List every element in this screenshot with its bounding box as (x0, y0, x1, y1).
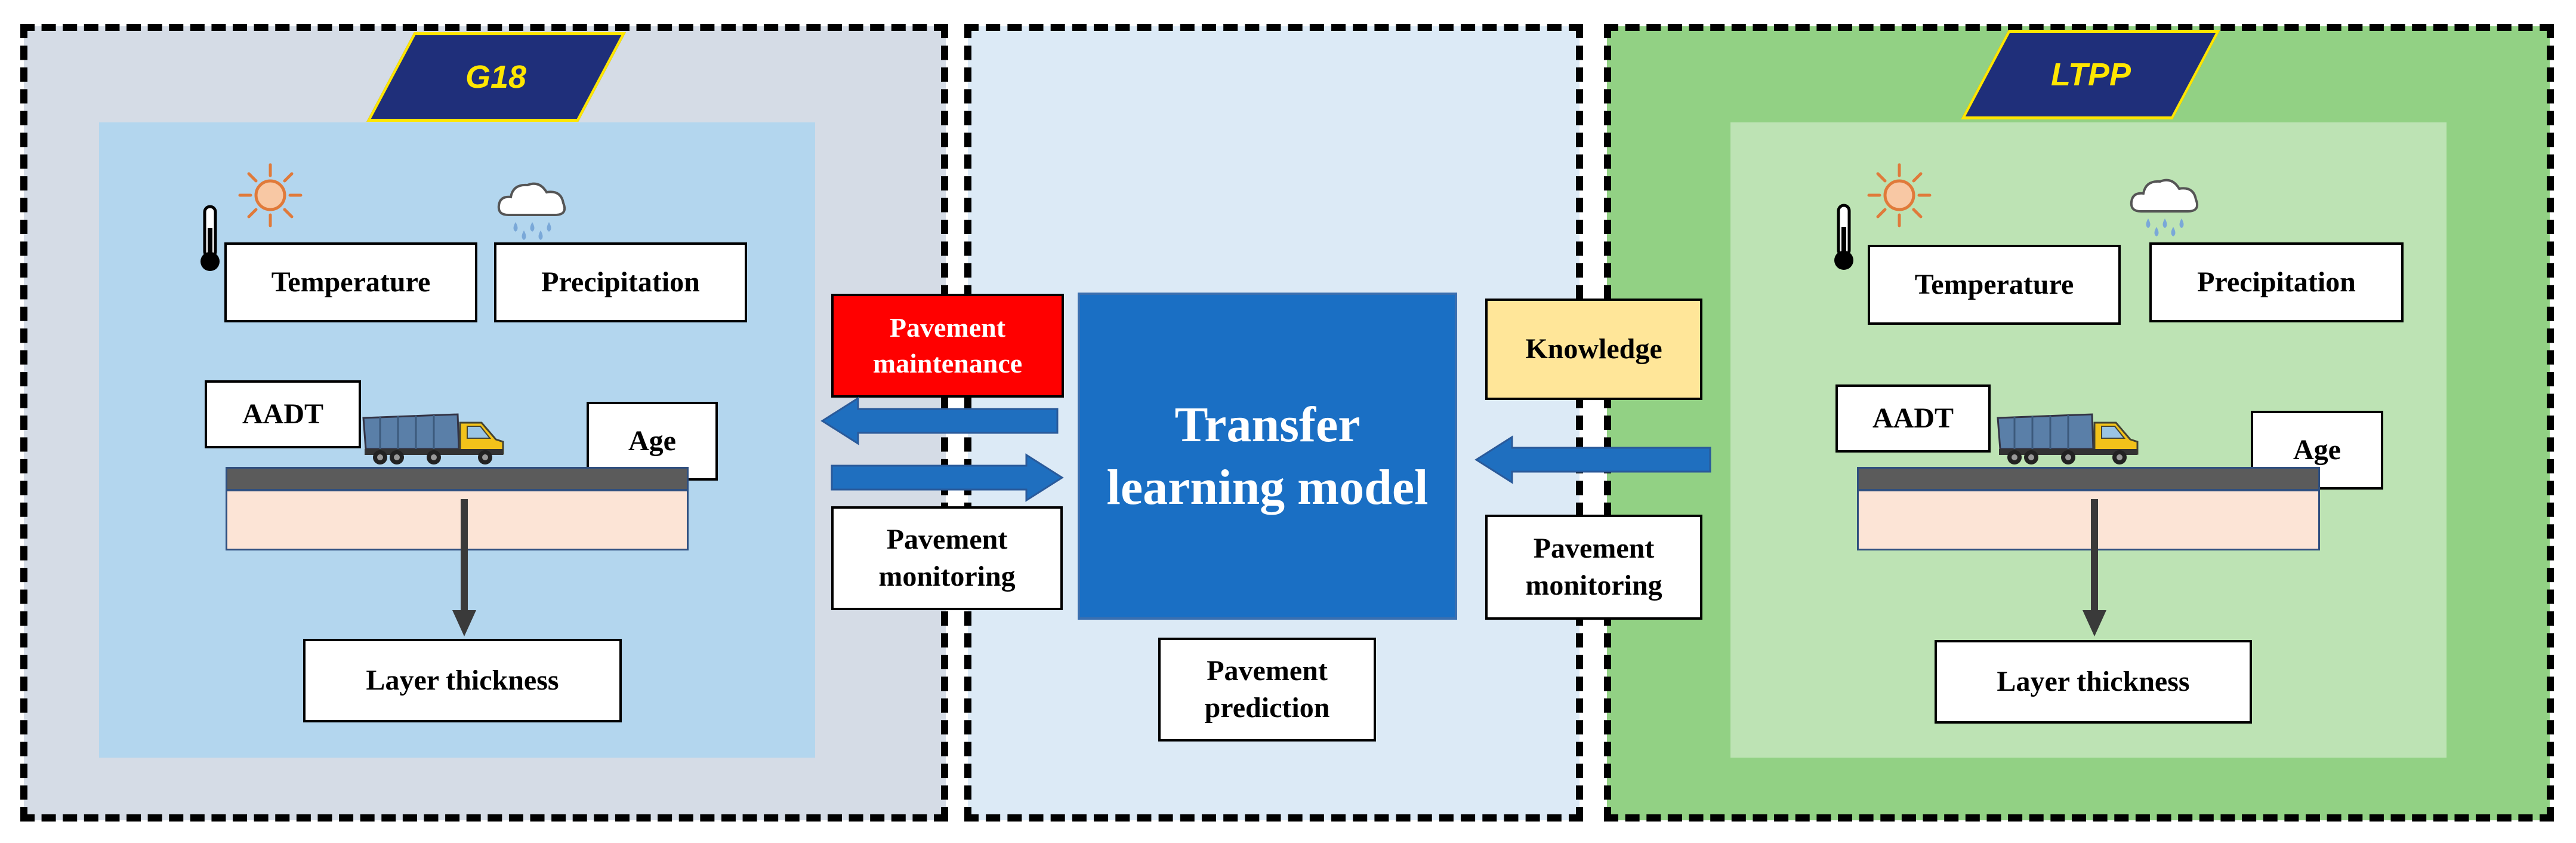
knowledge-box: Knowledge (1485, 299, 1702, 400)
maintenance-arrow-left (820, 396, 1059, 445)
sun-icon (238, 163, 303, 227)
right-temperature-label: Temperature (1914, 268, 2074, 300)
right-temperature-box: Temperature (1868, 245, 2121, 325)
knowledge-arrow-left (1474, 435, 1711, 484)
pavement-maintenance-label: Pavement maintenance (872, 312, 1023, 379)
pavement-prediction-label: Pavement prediction (1204, 654, 1330, 724)
right-precipitation-box: Precipitation (2149, 242, 2404, 322)
right-layer-thickness-box: Layer thickness (1935, 640, 2252, 724)
center-pavement-monitoring-box: Pavement monitoring (831, 506, 1063, 610)
rain-cloud-icon (2130, 179, 2199, 236)
left-panel-border (20, 24, 948, 822)
knowledge-label: Knowledge (1525, 333, 1662, 365)
right-down-arrow (2083, 499, 2106, 636)
sun-icon (1867, 163, 1932, 227)
right-pavement-monitoring-box: Pavement monitoring (1485, 515, 1702, 620)
right-layer-thickness-label: Layer thickness (1997, 665, 2190, 697)
left-temperature-label: Temperature (271, 266, 431, 298)
thermometer-icon (200, 205, 220, 271)
center-panel-border (964, 24, 1583, 822)
left-layer-thickness-box: Layer thickness (303, 639, 622, 722)
thermometer-icon (1834, 204, 1853, 270)
transfer-learning-model-box: Transfer learning model (1078, 293, 1457, 620)
left-temperature-box: Temperature (224, 242, 477, 322)
left-aadt-label: AADT (242, 398, 323, 430)
transfer-learning-model-label: Transfer learning model (1106, 397, 1429, 515)
center-pavement-monitoring-label: Pavement monitoring (878, 523, 1016, 592)
left-precipitation-label: Precipitation (541, 266, 700, 298)
pavement-prediction-box: Pavement prediction (1158, 638, 1376, 742)
right-source-tag-label: LTPP (2050, 57, 2131, 93)
dump-truck-icon (1997, 413, 2139, 464)
right-aadt-label: AADT (1872, 402, 1954, 434)
right-age-label: Age (2293, 433, 2341, 466)
left-aadt-box: AADT (205, 380, 361, 448)
right-pavement-base (1857, 490, 2320, 550)
monitoring-arrow-right (831, 453, 1064, 502)
left-layer-thickness-label: Layer thickness (366, 664, 559, 696)
right-aadt-box: AADT (1835, 384, 1991, 453)
left-down-arrow (452, 499, 476, 636)
right-precipitation-label: Precipitation (2197, 266, 2356, 298)
left-source-tag-label: G18 (465, 59, 527, 95)
pavement-maintenance-box: Pavement maintenance (831, 294, 1064, 398)
right-panel-border (1604, 24, 2554, 822)
right-pavement-monitoring-label: Pavement monitoring (1525, 532, 1662, 601)
right-pavement-surface (1857, 467, 2320, 491)
left-pavement-surface (226, 467, 689, 491)
rain-cloud-icon (497, 182, 566, 240)
dump-truck-icon (362, 413, 504, 464)
left-age-label: Age (628, 424, 676, 457)
left-pavement-base (226, 490, 689, 550)
left-precipitation-box: Precipitation (494, 242, 747, 322)
